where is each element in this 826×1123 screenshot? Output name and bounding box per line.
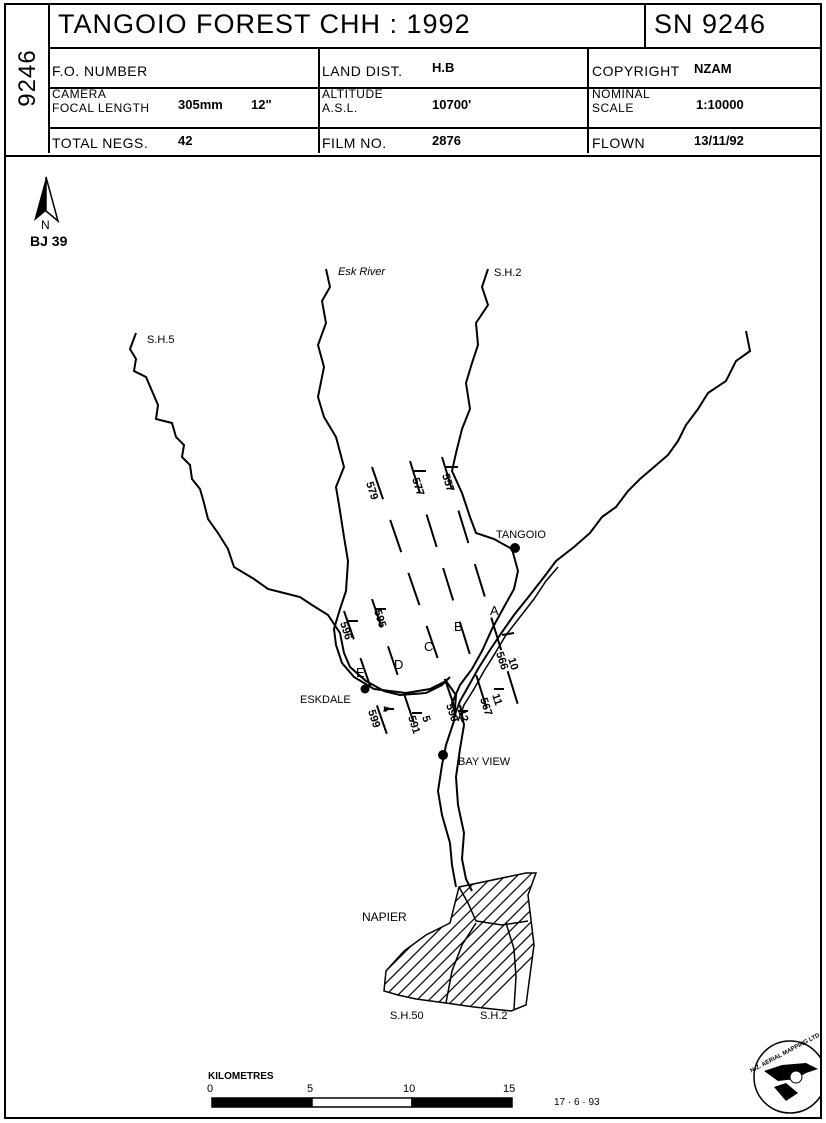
fo-number-label: F.O. NUMBER <box>52 63 148 79</box>
focal-length-label: FOCAL LENGTH <box>52 101 150 115</box>
frame-566: 566 <box>493 650 510 671</box>
map-ref: BJ 39 <box>30 233 68 249</box>
sh50-label: S.H.50 <box>390 1010 424 1022</box>
film-no-value: 2876 <box>432 133 461 148</box>
bay-view-marker <box>438 750 448 760</box>
frame-579: 579 <box>363 480 380 501</box>
altitude-value: 10700' <box>432 97 472 112</box>
north-arrow-icon: N BJ 39 <box>30 176 68 249</box>
total-negs-value: 42 <box>178 133 193 148</box>
eskdale-marker <box>360 684 370 694</box>
ne-road <box>453 330 752 718</box>
focal-length-in: 12" <box>251 97 272 112</box>
sh2-bottom-label: S.H.2 <box>480 1010 508 1022</box>
frame-567: 567 <box>477 696 494 717</box>
run-c: C <box>424 639 433 654</box>
run-12: 12 <box>455 708 470 723</box>
coast-road <box>454 704 473 892</box>
north-label: N <box>41 218 50 232</box>
run-b: B <box>454 619 463 634</box>
title-block: 9246 TANGOIO FOREST CHH : 1992 SN 9246 F… <box>6 5 820 157</box>
scale-bar-title: KILOMETRES <box>208 1071 274 1082</box>
altitude-label: ALTITUDE <box>322 87 384 101</box>
frame-595: 595 <box>371 608 388 629</box>
scale-tick-15: 15 <box>503 1083 515 1095</box>
nominal-label: NOMINAL <box>592 87 651 101</box>
sh5-label: S.H.5 <box>147 334 175 346</box>
total-negs-label: TOTAL NEGS. <box>52 135 149 151</box>
napier-label: NAPIER <box>362 910 407 924</box>
copyright-label: COPYRIGHT <box>592 63 680 79</box>
run-4: 4 <box>379 704 393 714</box>
run-e: E <box>356 665 365 680</box>
flight-lines <box>343 456 519 744</box>
scale-tick-10: 10 <box>403 1083 415 1095</box>
ne-road-inner <box>457 566 559 722</box>
esk-river <box>316 268 458 888</box>
frame-599: 599 <box>365 708 382 729</box>
map-sheet: 9246 TANGOIO FOREST CHH : 1992 SN 9246 F… <box>4 3 822 1119</box>
run-a: A <box>490 603 499 618</box>
frame-557: 557 <box>439 472 456 493</box>
land-dist-label: LAND DIST. <box>322 63 403 79</box>
frame-590: 590 <box>443 702 460 723</box>
copyright-value: NZAM <box>694 61 732 76</box>
scale-value: 1:10000 <box>696 97 744 112</box>
scale-tick-0: 0 <box>207 1083 213 1095</box>
map-title: TANGOIO FOREST CHH : 1992 <box>58 9 471 39</box>
sh5-road <box>128 332 451 697</box>
eskdale-label: ESKDALE <box>300 694 351 706</box>
flown-label: FLOWN <box>592 135 646 151</box>
run-5: 5 <box>419 714 432 724</box>
scale-label: SCALE <box>592 101 634 115</box>
camera-label: CAMERA <box>52 87 107 101</box>
run-11: 11 <box>489 692 504 707</box>
film-no-label: FILM NO. <box>322 135 387 151</box>
date-stamp: 17 · 6 · 93 <box>554 1097 600 1108</box>
esk-river-label: Esk River <box>338 266 386 278</box>
sh2-road <box>450 268 520 718</box>
frame-596: 596 <box>337 620 354 641</box>
scale-tick-5: 5 <box>307 1083 313 1095</box>
frame-591: 591 <box>405 714 422 735</box>
land-dist-value: H.B <box>432 60 455 75</box>
frame-577: 577 <box>409 476 426 497</box>
run-10: 10 <box>505 656 520 671</box>
bay-view-label: BAY VIEW <box>458 756 511 768</box>
napier-urban-area <box>383 872 538 1012</box>
sheet-number: SN 9246 <box>654 9 767 39</box>
asl-label: A.S.L. <box>322 101 358 115</box>
run-d: D <box>394 657 403 672</box>
sh2-top-label: S.H.2 <box>494 267 522 279</box>
tangoio-marker <box>510 543 520 553</box>
nz-aerial-mapping-logo-icon: N.Z. AERIAL MAPPING LTD <box>750 1032 820 1114</box>
flight-map: N BJ 39 <box>30 176 820 1114</box>
scale-bar: KILOMETRES 0 5 10 15 <box>207 1071 515 1108</box>
run-frame-labels: 557 566 10 A 577 567 11 B 579 590 12 C 5… <box>337 472 520 735</box>
tangoio-label: TANGOIO <box>496 529 546 541</box>
flown-value: 13/11/92 <box>694 133 744 148</box>
focal-length-mm: 305mm <box>178 97 223 112</box>
